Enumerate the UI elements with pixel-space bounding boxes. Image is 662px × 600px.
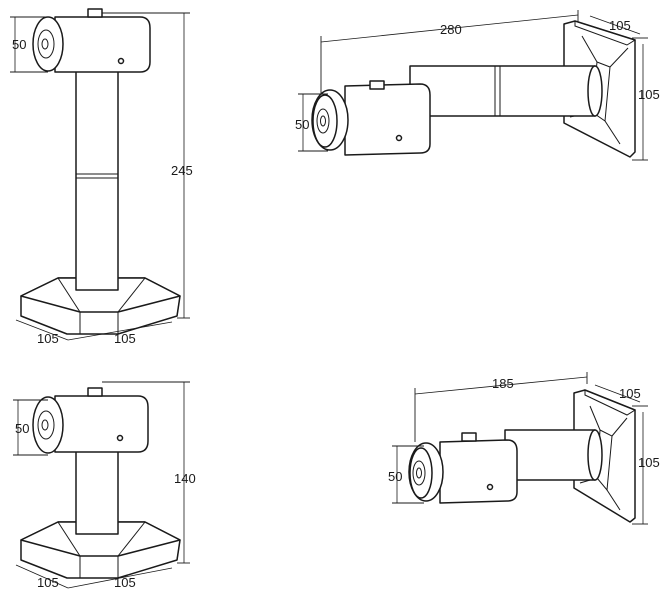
dimension-lines: [13, 381, 190, 589]
dimension-lines: [298, 10, 648, 161]
holder-wall-short: 185 105 105 50: [388, 372, 660, 525]
screw-icon: [486, 483, 494, 491]
rod-holder-head: [32, 8, 151, 73]
support-post: [75, 449, 119, 535]
dim-plate-width: 105: [609, 18, 631, 33]
screw-icon: [395, 134, 403, 142]
dimension-lines: [392, 372, 648, 525]
dim-projection: 280: [440, 22, 462, 37]
dim-base-width: 105: [114, 331, 136, 346]
floor-base-plinth: [20, 521, 181, 579]
dim-plate-height: 105: [638, 87, 660, 102]
screw-icon: [116, 434, 124, 442]
dim-rod-diameter: 50: [15, 421, 29, 436]
holder-floor-tall: 50 245 105 105: [10, 8, 193, 346]
rod-holder-head: [32, 387, 149, 454]
rod-holder-head: [311, 80, 431, 156]
holder-floor-short: 50 140 105 105: [13, 381, 196, 590]
dim-base-depth: 105: [37, 575, 59, 590]
dim-plate-width: 105: [619, 386, 641, 401]
dim-height: 140: [174, 471, 196, 486]
dim-rod-diameter: 50: [12, 37, 26, 52]
dim-rod-diameter: 50: [388, 469, 402, 484]
dim-base-width: 105: [114, 575, 136, 590]
floor-base-plinth: [20, 277, 181, 335]
dim-rod-diameter: 50: [295, 117, 309, 132]
dim-height: 245: [171, 163, 193, 178]
support-arm: [409, 65, 603, 117]
holder-wall-long: 280 105 105 50: [295, 10, 660, 161]
screw-icon: [117, 57, 125, 65]
support-arm: [504, 429, 603, 481]
rod-holder-head: [408, 432, 518, 504]
support-post: [75, 67, 119, 291]
dim-projection: 185: [492, 376, 514, 391]
dim-plate-height: 105: [638, 455, 660, 470]
dimension-lines: [10, 12, 190, 341]
dim-base-depth: 105: [37, 331, 59, 346]
